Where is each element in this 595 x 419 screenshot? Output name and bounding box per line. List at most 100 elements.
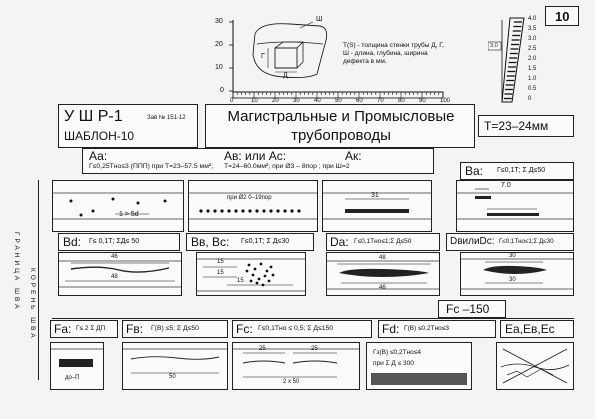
criterion-av: Ав: или Ас: (224, 149, 287, 163)
criterion-fa-box: Fa: Г≤ 2 Σ ДП (50, 320, 118, 338)
figure-fa-label: до–П (65, 375, 80, 381)
criterion-da-text: Г≤0,1Тно≤1;Σ Д≤50 (354, 238, 412, 245)
title-box: Магистральные и Промысловые трубопроводы (205, 104, 475, 148)
criterion-fv: Fв: (126, 322, 144, 336)
scale-tick-label: 3.5 (528, 26, 537, 32)
criterion-fa: Fa: (54, 322, 72, 336)
y-tick-10: 10 (215, 64, 223, 71)
scale-tick-label: 2.5 (528, 46, 537, 52)
template-name: ШАБЛОН-10 (64, 129, 135, 143)
scale-marker: 3.0 (490, 43, 498, 49)
criterion-fv-text: Г(В) ≤5; Σ Д≤50 (151, 325, 199, 332)
figure-fd: Гз(В) ≤0,2Тно≤4 при Σ Д ≤ 300 (366, 342, 472, 390)
figure-ea (496, 342, 574, 390)
x-tick-label: 70 (377, 98, 384, 104)
criterion-fd-box: Fd: Г(В) ≤0,2Тно≤3 (378, 320, 496, 338)
x-tick-label: 60 (356, 98, 363, 104)
criterion-av-text: Т=24–60.0мм²; при Ø3 – 8пор ; при Ш=2 (224, 163, 350, 170)
criterion-bd-text: Г≤ 0,1Т; ΣД≤ 50 (89, 238, 140, 245)
criterion-da: Da: (330, 235, 349, 249)
y-tick-0: 0 (220, 87, 224, 94)
scale-tick-label: 1.0 (528, 76, 537, 82)
x-tick-label: 10 (251, 98, 258, 104)
scale-tick-label: 0.5 (528, 86, 537, 92)
figure-bd-top: 46 (111, 254, 118, 260)
figure-da-bottom: 46 (379, 285, 386, 291)
criterion-ak: Ак: (345, 149, 362, 163)
page-title: Магистральные и Промысловые трубопроводы (227, 108, 455, 144)
scale-tick-label: 0 (528, 96, 532, 102)
figure-db-top: 30 (509, 253, 516, 259)
criterion-fd-text: Г(В) ≤0,2Тно≤3 (404, 325, 449, 332)
figure-db: 30 30 (460, 252, 574, 296)
chart-description: T(S) - толщина стенки трубы Д, Г, Ш - дл… (343, 42, 444, 65)
divider-line (52, 318, 574, 319)
criterion-ba: Ва: (465, 164, 484, 178)
criterion-bd: Bd: (63, 235, 82, 249)
x-tick-label: 40 (314, 98, 321, 104)
figure-ba-label: 7.0 (501, 182, 511, 189)
scale-tick-label: 4.0 (528, 16, 537, 22)
y-tick-30: 30 (215, 18, 223, 25)
label-d: Д (283, 72, 288, 79)
figure-fc-b: 25 (311, 346, 318, 352)
y-tick-20: 20 (215, 41, 223, 48)
figure-fc: 25 25 2 х 50 (232, 342, 360, 390)
serial-number: Зав № 151-12 (147, 115, 186, 121)
x-tick-label: 30 (293, 98, 300, 104)
figure-aa: 1 > 5d (52, 180, 184, 232)
label-g: Г (261, 53, 265, 60)
figure-bv-a: 15 (217, 259, 224, 265)
page-number: 10 (555, 9, 570, 24)
x-tick-label: 20 (272, 98, 279, 104)
figure-fc-a: 25 (259, 346, 266, 352)
figure-av: при Ø2 0–19пор (188, 180, 318, 232)
criterion-fa-text: Г≤ 2 Σ ДП (76, 325, 106, 332)
figure-bd: 46 48 (58, 252, 182, 296)
side-label-root: КОРЕНЬ ШВА (26, 268, 36, 378)
figure-fd-line2: при Σ Д ≤ 300 (373, 360, 414, 367)
figure-av-label: при Ø2 0–19пор (227, 195, 272, 201)
figure-fa: до–П (50, 342, 104, 390)
side-label-boundary: ГРАНИЦА ШВА (10, 232, 20, 352)
criterion-db: DвилиDс: (450, 236, 495, 247)
scale-tick-label: 2.0 (528, 56, 537, 62)
thickness-box: T=23–24мм (478, 115, 574, 137)
criterion-fv-box: Fв: Г(В) ≤5; Σ Д≤50 (122, 320, 228, 338)
label-sh: Ш (316, 16, 323, 23)
side-label-boundary-text: ГРАНИЦА ШВА (13, 232, 20, 312)
criterion-fd: Fd: (382, 322, 400, 336)
criterion-bd-box: Bd: Г≤ 0,1Т; ΣД≤ 50 (58, 233, 180, 251)
scale-tick-label: 1.5 (528, 66, 537, 72)
figure-bv: 15 15 15 (196, 252, 306, 296)
code-box: У Ш Р-1 Зав № 151-12 ШАБЛОН-10 (58, 104, 198, 148)
figure-bv-b: 15 (217, 270, 224, 276)
criterion-ea: Еа,Ев,Ес (505, 322, 555, 336)
x-tick-label: 50 (335, 98, 342, 104)
criterion-da-box: Da: Г≤0,1Тно≤1;Σ Д≤50 (326, 233, 440, 251)
device-code: У Ш Р-1 (64, 108, 123, 125)
criterion-bv-text: Г≤0,1Т; Σ Д≤30 (241, 238, 290, 245)
fc-tag-box: Fc –150 (438, 300, 506, 318)
figure-fv-label: 50 (169, 374, 176, 380)
criteria-box: Аа: Ав: или Ас: Ак: Г≤0,25Тно≤3 (ППП) пр… (82, 148, 434, 174)
figure-aa-label: 1 > 5d (119, 211, 139, 218)
x-tick-label: 100 (440, 98, 451, 104)
figure-ba: 7.0 (456, 180, 574, 232)
criterion-db-text: Г≤0,1Тно≤1;Σ Д≤30 (499, 238, 554, 245)
criterion-fc-text: Г≤0,1Тно ≤ 0,5; Σ Д≤150 (258, 325, 334, 332)
figure-ak: 31 (322, 180, 432, 232)
figure-ak-label: 31 (371, 192, 379, 199)
side-label-root-text: КОРЕНЬ ШВА (29, 268, 36, 341)
figure-db-bottom: 30 (509, 277, 516, 283)
criterion-bv: Вв, Вс: (191, 235, 230, 249)
figure-da: 48 46 (326, 252, 440, 296)
criterion-fc-box: Fc: Г≤0,1Тно ≤ 0,5; Σ Д≤150 (232, 320, 372, 338)
page-number-box: 10 (545, 6, 579, 26)
figure-da-top: 48 (379, 255, 386, 261)
criterion-aa-text: Г≤0,25Тно≤3 (ППП) при Т=23–57.5 мм²; (89, 163, 214, 170)
x-tick-label: 0 (230, 98, 234, 104)
criterion-ba-box: Ва: Г≤0,1Т; Σ Д≤50 (460, 162, 574, 180)
thickness-range: T=23–24мм (484, 119, 549, 133)
